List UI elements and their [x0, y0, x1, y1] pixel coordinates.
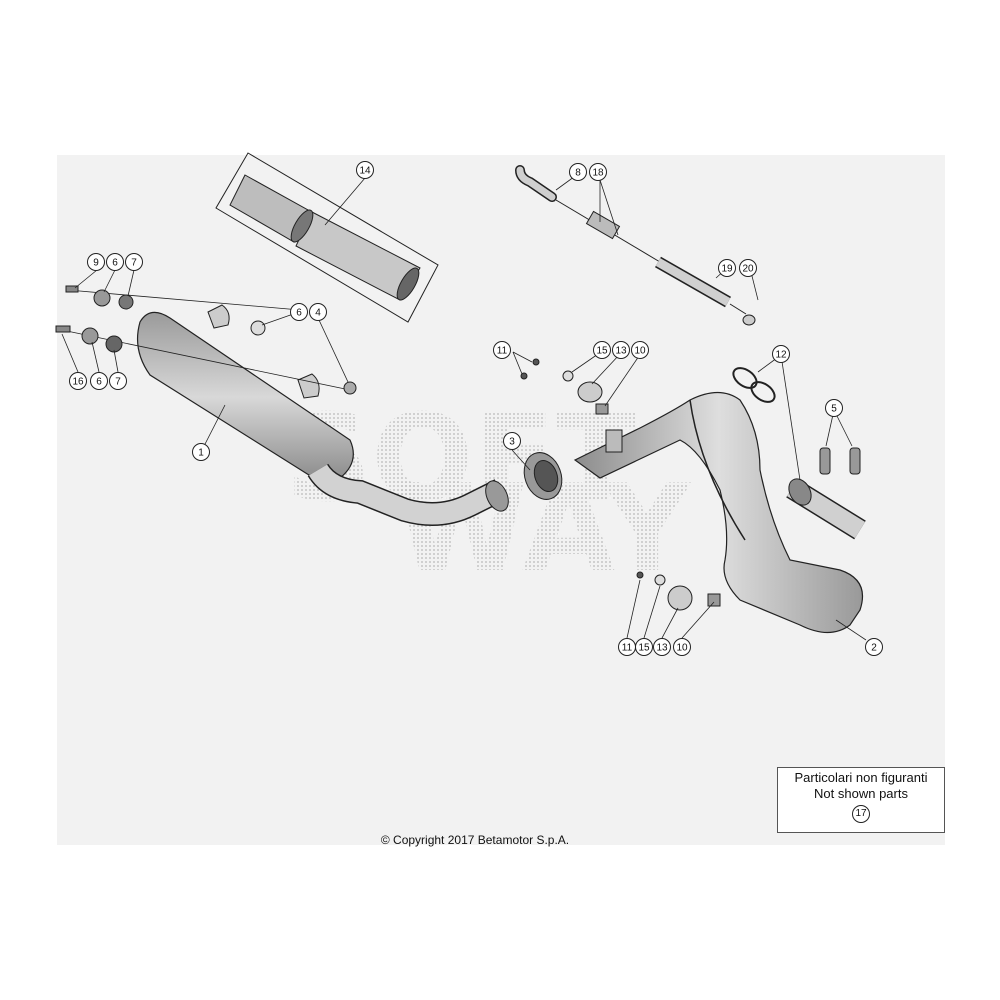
callout-number: 6 — [112, 258, 118, 269]
note-callout-17: 17 — [852, 805, 870, 823]
callout-c13b: 13 — [653, 638, 671, 656]
callout-number: 5 — [831, 404, 837, 415]
callout-number: 16 — [72, 377, 84, 388]
callout-number: 13 — [656, 643, 668, 654]
bracket-hardware-lower — [636, 571, 721, 611]
silencer-mounting-hardware — [55, 285, 357, 395]
callout-c3: 3 — [503, 432, 521, 450]
callout-number: 11 — [622, 643, 633, 654]
coupling-part-3 — [523, 452, 563, 500]
callout-c10a: 10 — [631, 341, 649, 359]
callout-c6c: 6 — [90, 372, 108, 390]
packing-kit-part-14 — [215, 152, 439, 323]
callout-circle — [125, 253, 143, 271]
callout-c6b: 6 — [290, 303, 308, 321]
callout-number: 6 — [296, 308, 302, 319]
callout-circle — [87, 253, 105, 271]
callout-circle — [309, 303, 327, 321]
callout-number: 10 — [676, 643, 688, 654]
callout-number: 6 — [96, 377, 102, 388]
callout-circle — [503, 432, 521, 450]
callout-number: 15 — [596, 346, 608, 357]
callout-circle — [589, 163, 607, 181]
callout-circle — [631, 341, 649, 359]
callout-c2: 2 — [865, 638, 883, 656]
callout-number: 2 — [871, 643, 877, 654]
callout-c10b: 10 — [673, 638, 691, 656]
callout-c14: 14 — [356, 161, 374, 179]
callout-c13a: 13 — [612, 341, 630, 359]
callout-c11a: 11 — [493, 341, 511, 359]
callout-c5: 5 — [825, 399, 843, 417]
callout-c8: 8 — [569, 163, 587, 181]
callout-number: 15 — [638, 643, 650, 654]
callout-number: 19 — [721, 264, 733, 275]
callout-circle — [192, 443, 210, 461]
bracket-hardware-upper — [520, 358, 609, 415]
note-english-text: Not shown parts — [814, 786, 908, 801]
springs-part-5 — [819, 447, 861, 475]
callout-number: 12 — [775, 350, 787, 361]
callout-circle — [290, 303, 308, 321]
silencer-part-1 — [137, 304, 509, 526]
callout-c12: 12 — [772, 345, 790, 363]
callout-c16: 16 — [69, 372, 87, 390]
callout-number: 10 — [634, 346, 646, 357]
callout-circle — [612, 341, 630, 359]
callout-c15a: 15 — [593, 341, 611, 359]
callout-number: 9 — [93, 258, 99, 269]
callout-circle — [356, 161, 374, 179]
callout-c19: 19 — [718, 259, 736, 277]
callout-circle — [635, 638, 653, 656]
callout-c1: 1 — [192, 443, 210, 461]
callout-circle — [653, 638, 671, 656]
callout-c6a: 6 — [106, 253, 124, 271]
callout-circle — [739, 259, 757, 277]
callout-c9: 9 — [87, 253, 105, 271]
callout-c4: 4 — [309, 303, 327, 321]
callout-circle — [772, 345, 790, 363]
callout-circle — [718, 259, 736, 277]
callout-c15b: 15 — [635, 638, 653, 656]
callout-circle — [493, 341, 511, 359]
not-shown-parts-note: Particolari non figuranti Not shown part… — [777, 767, 945, 833]
callout-c7a: 7 — [125, 253, 143, 271]
callout-number: 13 — [615, 346, 627, 357]
callout-circle — [673, 638, 691, 656]
callout-circle — [90, 372, 108, 390]
leader-lines — [61, 173, 867, 641]
header-pipe-part-2 — [573, 367, 866, 634]
callout-number: 3 — [509, 437, 515, 448]
callout-circle — [865, 638, 883, 656]
callout-number: 7 — [131, 258, 137, 269]
callout-circle — [825, 399, 843, 417]
callout-number: 11 — [497, 346, 508, 357]
callout-number: 18 — [592, 168, 604, 179]
callout-c11b: 11 — [618, 638, 636, 656]
callout-number: 8 — [575, 168, 581, 179]
callout-number: 4 — [315, 308, 321, 319]
callout-number: 14 — [359, 166, 371, 177]
note-italian-text: Particolari non figuranti — [794, 770, 928, 785]
callout-circle — [69, 372, 87, 390]
copyright-text: © Copyright 2017 Betamotor S.p.A. — [380, 833, 570, 847]
hose-assembly-parts-8-18-19-20 — [515, 165, 756, 326]
callout-circle — [106, 253, 124, 271]
callout-number: 7 — [115, 377, 121, 388]
callout-circle — [593, 341, 611, 359]
callout-circle — [569, 163, 587, 181]
callout-c20: 20 — [739, 259, 757, 277]
callout-number: 1 — [198, 448, 204, 459]
callout-c18: 18 — [589, 163, 607, 181]
callout-number: 20 — [742, 264, 754, 275]
callout-circle — [109, 372, 127, 390]
callout-c7b: 7 — [109, 372, 127, 390]
